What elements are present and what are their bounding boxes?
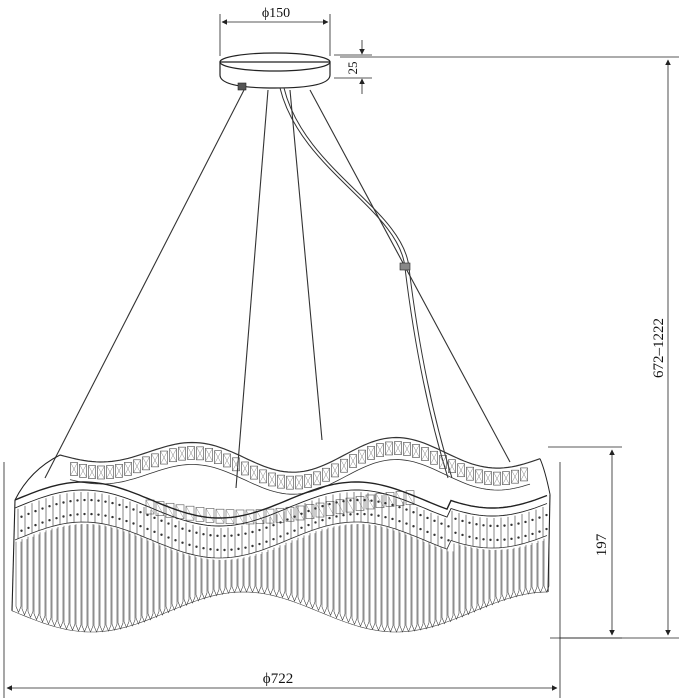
overall-diameter-dimension: ϕ722 (3, 462, 561, 698)
canopy-height-label: 25 (345, 62, 360, 75)
canopy-diameter-dimension: ϕ150 (219, 6, 331, 56)
canopy-diameter-label: ϕ150 (262, 6, 290, 21)
ceiling-canopy (219, 52, 331, 91)
overall-height-dimension: 672–1222 (340, 56, 679, 639)
crystal-ring-body (11, 436, 551, 633)
power-cable (279, 87, 453, 479)
canopy-height-dimension: 25 (334, 40, 372, 94)
overall-diameter-label: ϕ722 (263, 671, 293, 687)
canopy-screw (237, 82, 247, 91)
crystal-height-label: 197 (594, 533, 610, 556)
overall-height-label: 672–1222 (651, 318, 667, 378)
crystal-height-dimension: 197 (548, 446, 622, 639)
suspension-wires (44, 89, 511, 489)
